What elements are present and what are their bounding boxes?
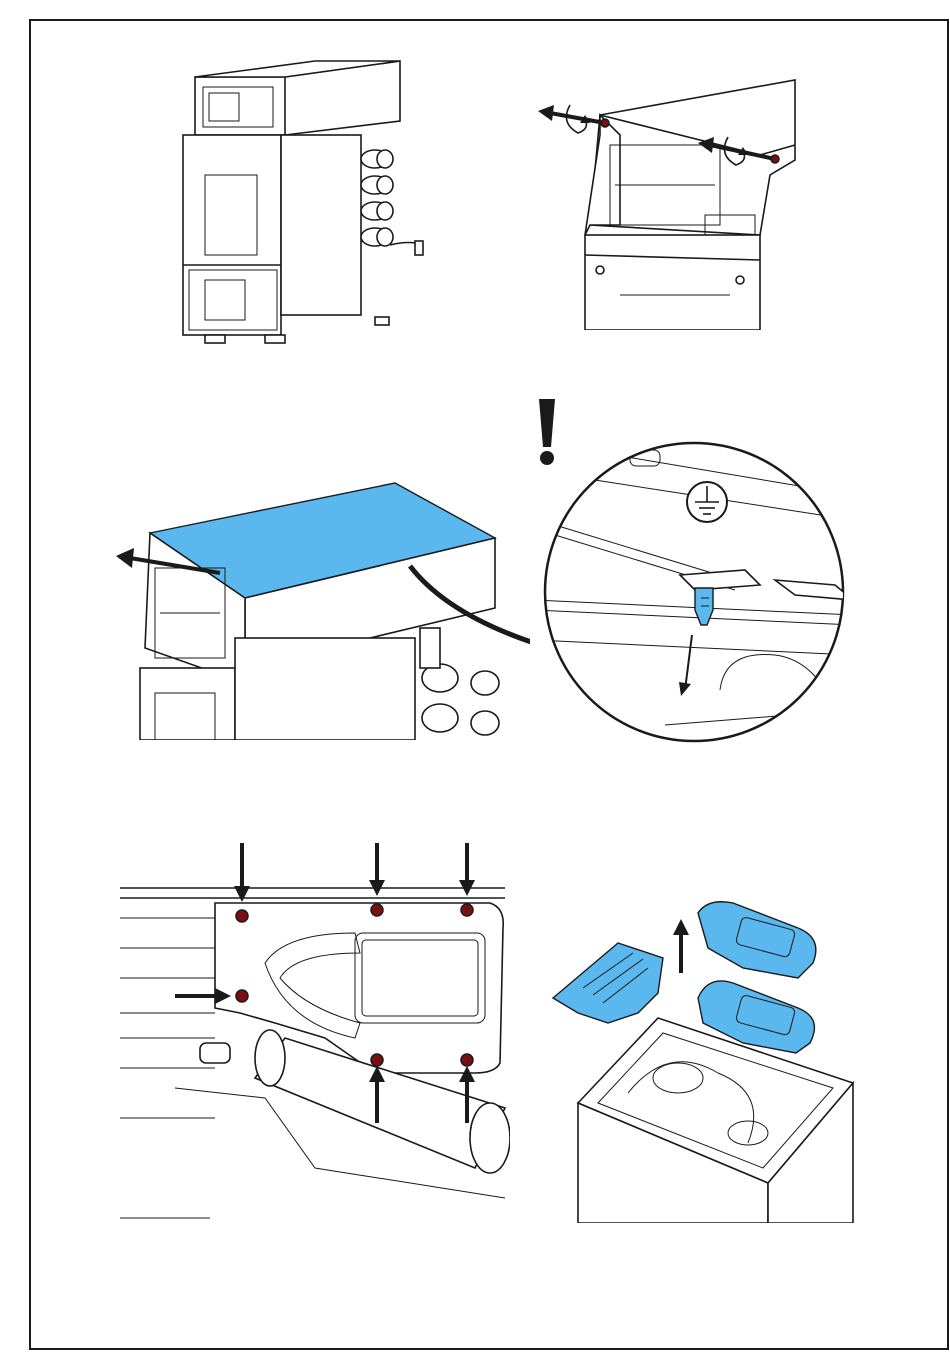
figure-remove-covers <box>548 893 858 1223</box>
figure-boiler-overview <box>175 55 425 350</box>
figure-ground-clip-detail <box>535 440 853 744</box>
figure-lift-cover <box>110 478 530 740</box>
protective-earth-icon <box>687 482 727 522</box>
figure-unscrew-top-cover <box>530 75 805 330</box>
figure-screw-positions <box>115 838 510 1223</box>
